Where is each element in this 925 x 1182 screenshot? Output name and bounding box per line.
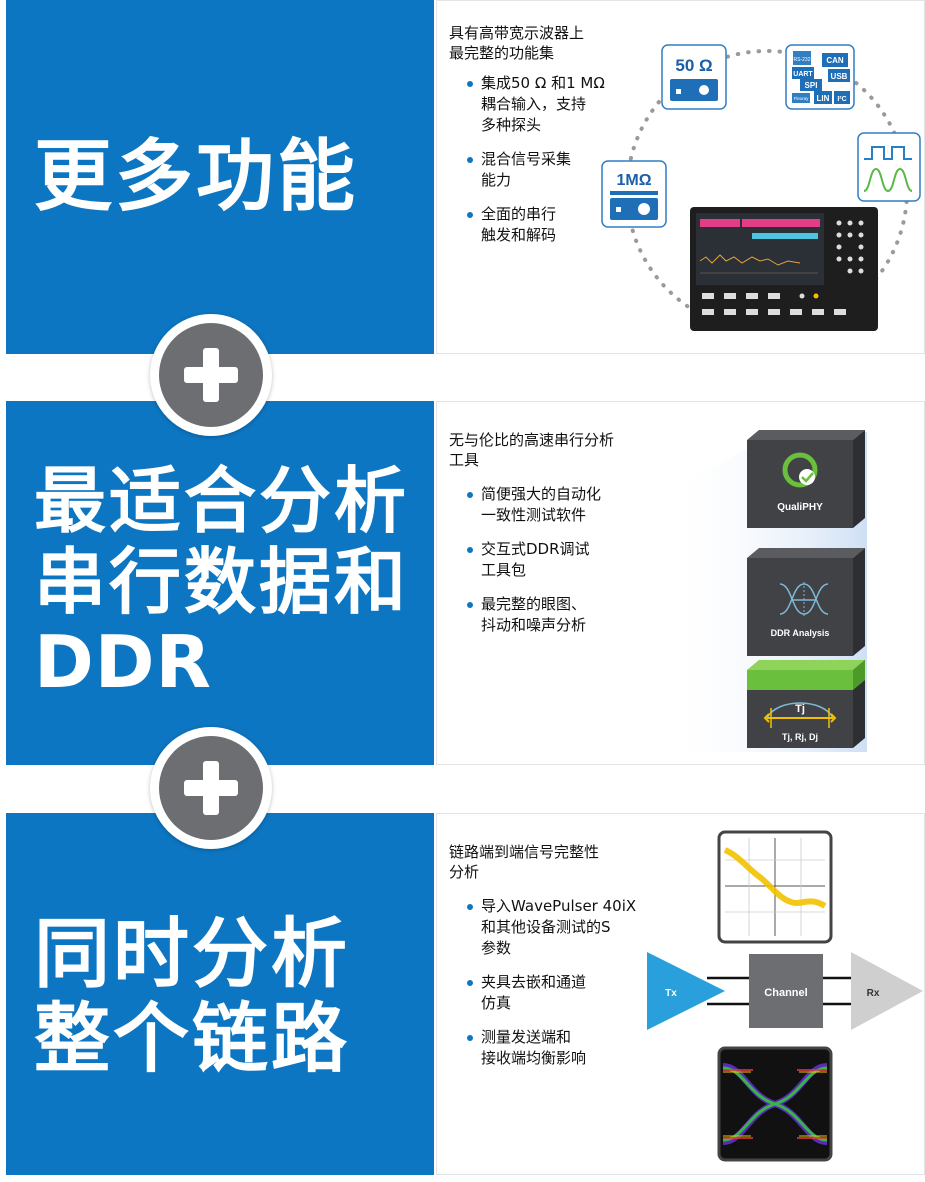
section3-heading: 链路端到端信号完整性 分析 bbox=[449, 843, 600, 881]
svg-text:I²C: I²C bbox=[837, 96, 846, 103]
svg-text:Flexray: Flexray bbox=[794, 96, 810, 101]
section2-bullet-list: 简便强大的自动化一致性测试软件 交互式DDR调试工具包 最完整的眼图、抖动和噪声… bbox=[467, 484, 601, 649]
svg-text:50 Ω: 50 Ω bbox=[675, 56, 712, 75]
ddr-analysis-box: DDR Analysis bbox=[747, 548, 865, 656]
probe-icon: 1MΩ bbox=[601, 160, 667, 228]
section3-title: 同时分析 整个链路 bbox=[34, 909, 350, 1084]
list-item: 最完整的眼图、抖动和噪声分析 bbox=[467, 594, 601, 636]
section-serial-ddr: 最适合分析 串行数据和 DDR 无与伦比的高速串行分析 工具 简便强大的自动化一… bbox=[6, 401, 925, 765]
link-diagram-illustration: Tx Channel Rx bbox=[647, 830, 923, 1162]
svg-text:USB: USB bbox=[831, 72, 848, 81]
section2-heading: 无与伦比的高速串行分析 工具 bbox=[449, 431, 615, 469]
eye-diagram bbox=[717, 1046, 833, 1162]
list-item: 简便强大的自动化一致性测试软件 bbox=[467, 484, 601, 526]
section1-heading: 具有高带宽示波器上 最完整的功能集 bbox=[449, 24, 585, 62]
oscilloscope-icon bbox=[690, 207, 878, 331]
svg-text:1MΩ: 1MΩ bbox=[616, 172, 651, 189]
svg-text:Tj: Tj bbox=[795, 703, 805, 715]
section2-title-panel: 最适合分析 串行数据和 DDR bbox=[6, 401, 434, 765]
svg-text:SPI: SPI bbox=[805, 81, 818, 90]
svg-text:Tj, Rj, Dj: Tj, Rj, Dj bbox=[782, 732, 818, 742]
section3-title-panel: 同时分析 整个链路 bbox=[6, 813, 434, 1175]
list-item: 交互式DDR调试工具包 bbox=[467, 539, 601, 581]
section-link-analysis: 同时分析 整个链路 链路端到端信号完整性 分析 导入WavePulser 40i… bbox=[6, 813, 925, 1175]
svg-text:RS-232: RS-232 bbox=[794, 57, 811, 63]
list-item: 测量发送端和接收端均衡影响 bbox=[467, 1027, 636, 1069]
list-item: 夹具去嵌和通道仿真 bbox=[467, 972, 636, 1014]
plus-icon bbox=[150, 314, 272, 436]
section2-title: 最适合分析 串行数据和 DDR bbox=[34, 459, 410, 705]
svg-text:Tx: Tx bbox=[665, 988, 677, 999]
qualiphy-box: QualiPHY bbox=[747, 430, 865, 528]
svg-text:Channel: Channel bbox=[764, 987, 807, 999]
section1-title: 更多功能 bbox=[34, 132, 359, 222]
list-item: 混合信号采集能力 bbox=[467, 149, 605, 191]
software-stack-illustration: QualiPHY DDR Analysis bbox=[667, 430, 867, 752]
plus-icon bbox=[150, 727, 272, 849]
sparameter-plot bbox=[717, 830, 833, 944]
input-50ohm-icon: 50 Ω bbox=[661, 44, 727, 110]
svg-text:UART: UART bbox=[793, 71, 813, 78]
waveform-icon bbox=[857, 132, 921, 202]
svg-text:LIN: LIN bbox=[817, 94, 830, 103]
protocol-chip-icon: RS-232 UART CAN SPI USB Flexray LIN I²C bbox=[785, 44, 855, 110]
list-item: 全面的串行触发和解码 bbox=[467, 204, 605, 246]
svg-text:DDR Analysis: DDR Analysis bbox=[771, 628, 830, 638]
svg-text:Rx: Rx bbox=[867, 988, 880, 999]
svg-text:CAN: CAN bbox=[826, 56, 844, 65]
section2-content-panel: 无与伦比的高速串行分析 工具 简便强大的自动化一致性测试软件 交互式DDR调试工… bbox=[436, 401, 925, 765]
jitter-box: Tj Tj, Rj, Dj bbox=[747, 660, 865, 748]
section1-title-panel: 更多功能 bbox=[6, 0, 434, 354]
oscilloscope-features-illustration: 50 Ω RS-232 UART CAN SPI USB Flexray LIN… bbox=[601, 44, 921, 331]
tx-channel-rx-diagram: Tx Channel Rx bbox=[647, 952, 923, 1030]
svg-text:QualiPHY: QualiPHY bbox=[777, 502, 823, 513]
